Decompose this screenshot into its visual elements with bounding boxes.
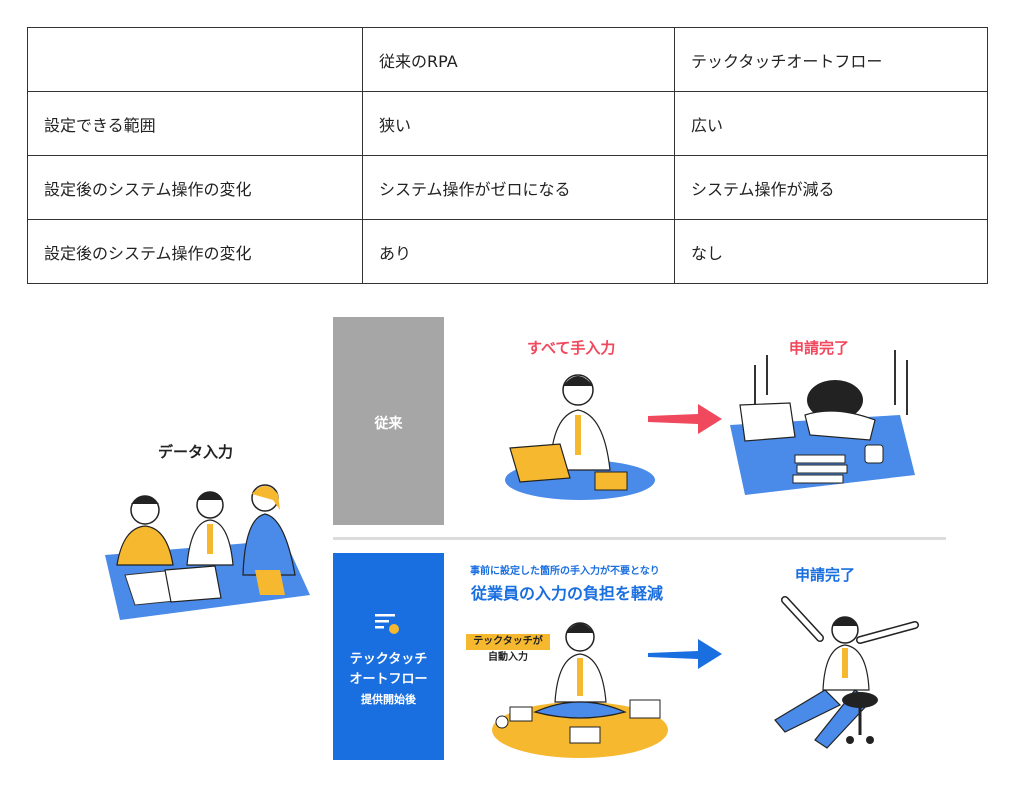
- done-label-bottom: 申請完了: [795, 566, 856, 584]
- manual-entry-label: すべて手入力: [527, 339, 616, 357]
- sub-caption: 事前に設定した箇所の手入力が不要となり: [470, 566, 660, 577]
- blue-arrow-icon: [648, 639, 722, 669]
- header-cell: テックタッチオートフロー: [674, 27, 988, 92]
- meditating-worker-illustration: [492, 622, 668, 758]
- techtouch-panel: テックタッチ オートフロー 提供開始後: [333, 553, 444, 760]
- section-divider: [333, 537, 946, 540]
- auto-bubble-line2: 自動入力: [488, 652, 528, 663]
- table-row: 設定できる範囲 狭い 広い: [27, 91, 988, 156]
- table-row: 設定後のシステム操作の変化 あり なし: [27, 219, 988, 284]
- header-cell: [27, 27, 363, 92]
- table-cell: システム操作が減る: [674, 155, 988, 220]
- header-cell: 従来のRPA: [362, 27, 675, 92]
- table-cell: システム操作がゼロになる: [362, 155, 675, 220]
- table-cell: 設定できる範囲: [27, 91, 363, 156]
- table-cell: 設定後のシステム操作の変化: [27, 219, 363, 284]
- exhausted-worker-illustration: [730, 350, 915, 495]
- team-data-entry-illustration: [105, 484, 310, 620]
- table-row: 設定後のシステム操作の変化 システム操作がゼロになる システム操作が減る: [27, 155, 988, 220]
- table-cell: 設定後のシステム操作の変化: [27, 155, 363, 220]
- red-arrow-icon: [648, 404, 722, 434]
- autoflow-logo-icon: [375, 614, 399, 634]
- traditional-panel-label: 従来: [374, 416, 403, 432]
- traditional-panel: 従来: [333, 317, 444, 525]
- table-cell: 狭い: [362, 91, 675, 156]
- main-caption: 従業員の入力の負担を軽減: [471, 584, 664, 603]
- table-cell: あり: [362, 219, 675, 284]
- manual-entry-illustration: [505, 374, 655, 500]
- happy-worker-illustration: [774, 596, 919, 749]
- comparison-table: 従来のRPA テックタッチオートフロー 設定できる範囲 狭い 広い 設定後のシス…: [27, 27, 988, 284]
- table-header-row: 従来のRPA テックタッチオートフロー: [27, 27, 988, 92]
- done-label-top: 申請完了: [789, 339, 850, 357]
- techtouch-panel-line1: テックタッチ: [349, 652, 428, 667]
- techtouch-panel-line2: オートフロー: [349, 672, 428, 687]
- table-cell: なし: [674, 219, 988, 284]
- table-cell: 広い: [674, 91, 988, 156]
- auto-input-bubble: テックタッチが 自動入力: [466, 634, 550, 666]
- techtouch-panel-line3: 提供開始後: [361, 693, 416, 706]
- data-entry-label: データ入力: [158, 443, 234, 461]
- auto-bubble-line1: テックタッチが: [466, 634, 550, 650]
